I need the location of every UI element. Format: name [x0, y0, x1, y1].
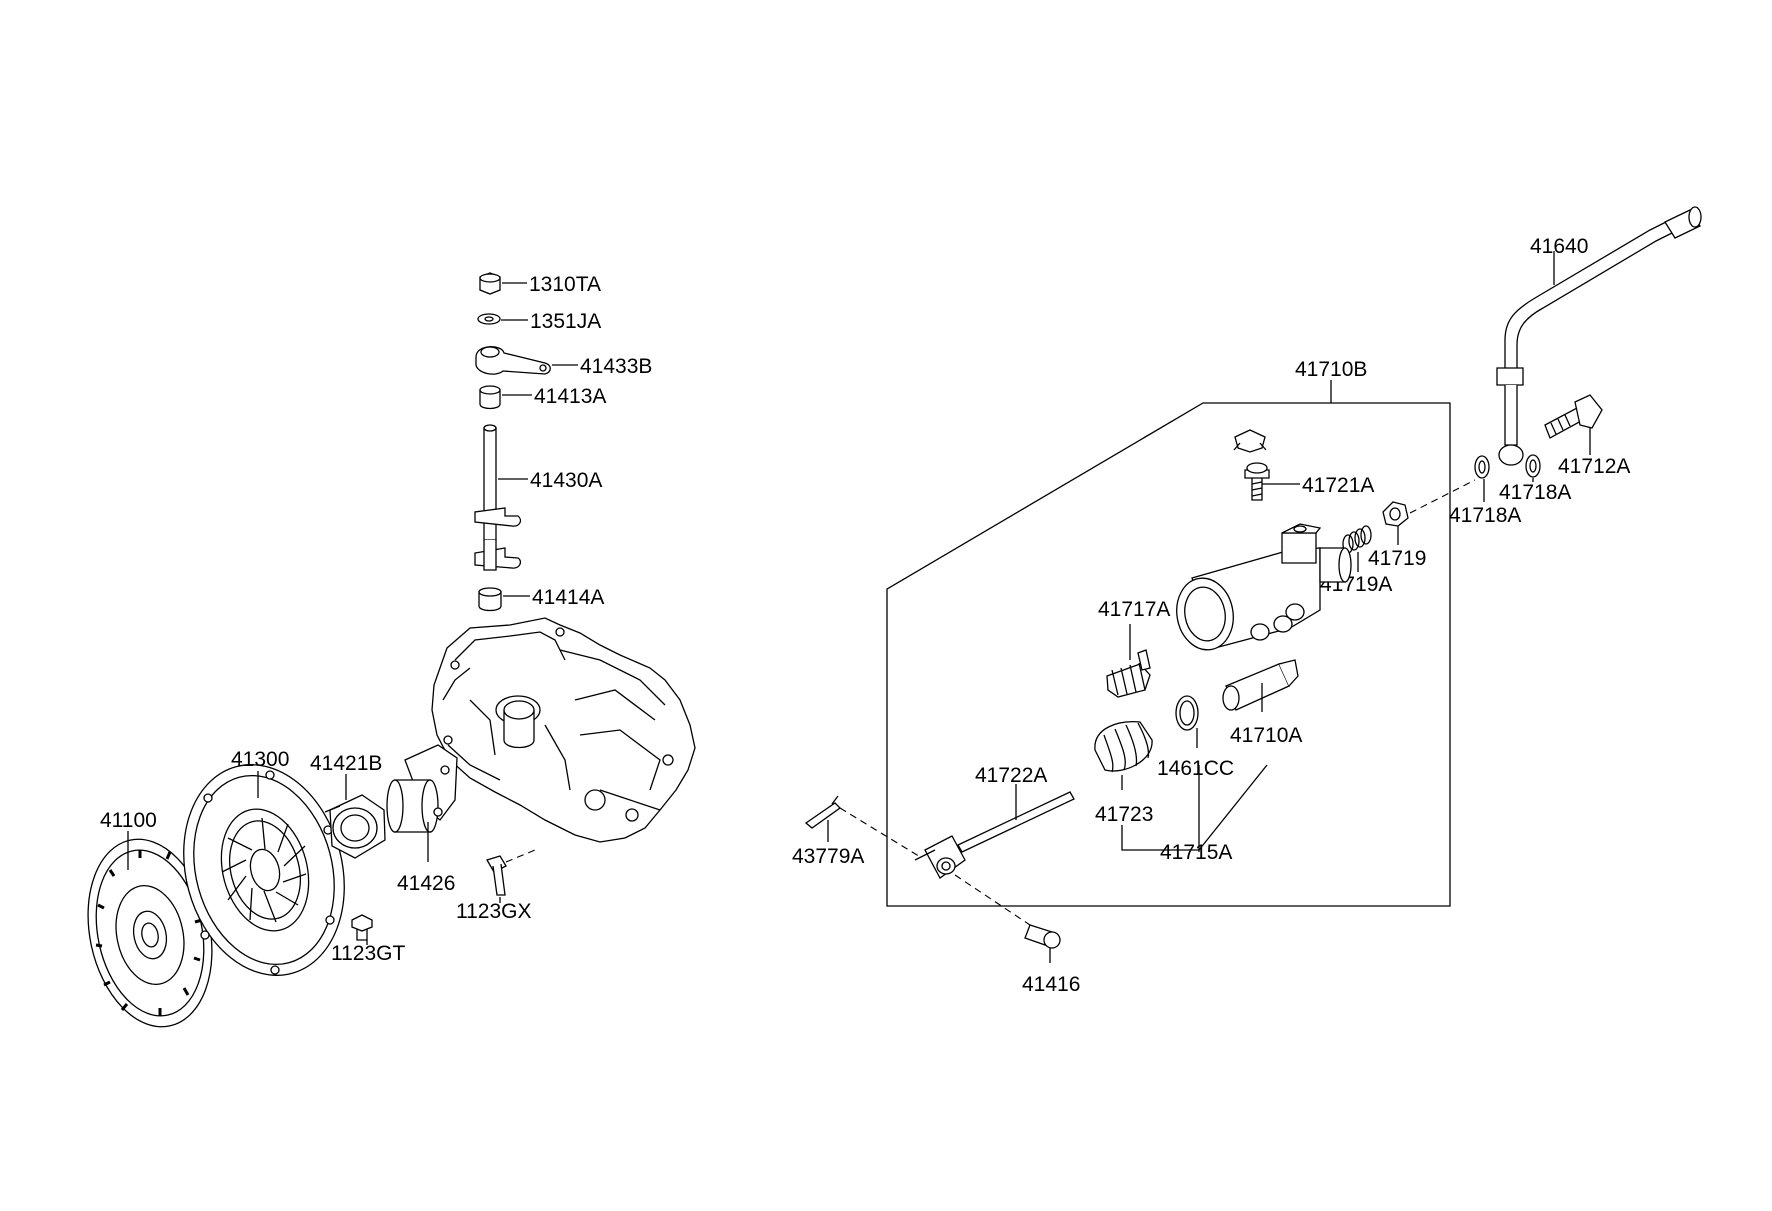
part-41300-pressure-plate[interactable]: [161, 746, 367, 993]
group-41710B-frame: [886, 380, 1451, 907]
part-1310TA-nut[interactable]: [479, 272, 527, 295]
part-1351JA-washer[interactable]: [477, 313, 528, 325]
label-1123GX: 1123GX: [456, 900, 532, 923]
part-41433B-lever[interactable]: [475, 346, 578, 375]
label-41413A: 41413A: [534, 385, 606, 408]
label-41430A: 41430A: [530, 469, 602, 492]
assembly-guide-line: [1409, 479, 1476, 514]
label-1123GT: 1123GT: [331, 942, 405, 965]
label-41414A: 41414A: [532, 586, 604, 609]
label-1351JA: 1351JA: [530, 310, 601, 333]
label-41433B: 41433B: [580, 355, 652, 378]
label-43779A: 43779A: [792, 845, 864, 868]
part-1123GX-bolt[interactable]: [486, 849, 536, 903]
part-41719A-spring[interactable]: [1342, 525, 1372, 572]
transaxle-housing: [431, 617, 696, 843]
part-41710A-piston[interactable]: [1222, 659, 1299, 712]
part-41640-clutch-tube[interactable]: [1496, 206, 1702, 466]
label-41421B: 41421B: [310, 752, 382, 775]
part-41723-dust-boot[interactable]: [1094, 721, 1153, 790]
part-41719-nut[interactable]: [1382, 501, 1409, 545]
part-43779A-clip[interactable]: [804, 795, 923, 859]
label-1310TA: 1310TA: [529, 273, 601, 296]
part-41421B-release-bearing[interactable]: [324, 774, 386, 859]
label-41640: 41640: [1530, 235, 1588, 258]
part-41426-release-sleeve[interactable]: [386, 744, 458, 862]
label-41719: 41719: [1368, 547, 1426, 570]
label-41416: 41416: [1022, 973, 1080, 996]
label-41710A: 41710A: [1230, 724, 1302, 747]
label-41717A: 41717A: [1098, 598, 1170, 621]
part-41718A-washer-upper[interactable]: [1525, 454, 1541, 482]
part-41414A-bushing[interactable]: [478, 587, 530, 612]
part-41416-pin[interactable]: [954, 874, 1061, 963]
part-slave-cylinder-body[interactable]: [1171, 523, 1352, 654]
label-41100: 41100: [100, 809, 157, 832]
label-41715A: 41715A: [1160, 841, 1232, 864]
label-1461CC: 1461CC: [1157, 757, 1234, 780]
label-41710B: 41710B: [1295, 358, 1367, 381]
part-41721A-bleeder-cap[interactable]: [1233, 429, 1300, 501]
label-41723: 41723: [1095, 803, 1153, 826]
part-41722A-push-rod[interactable]: [914, 784, 1075, 879]
label-41300: 41300: [231, 748, 289, 771]
label-41718A-upper: 41718A: [1499, 481, 1571, 504]
part-41718A-washer-lower[interactable]: [1474, 455, 1490, 502]
bracket-41715A: [1121, 764, 1268, 852]
label-41712A: 41712A: [1558, 455, 1630, 478]
part-41100-clutch-disc[interactable]: [72, 828, 229, 1039]
part-41413A-bushing[interactable]: [479, 385, 532, 410]
part-1461CC-snap-ring[interactable]: [1175, 695, 1199, 748]
label-41426: 41426: [397, 872, 455, 895]
label-41722A: 41722A: [975, 764, 1047, 787]
part-41430A-shift-shaft[interactable]: [474, 424, 528, 571]
part-1123GT-bolt[interactable]: [351, 914, 373, 945]
part-41717A-boot[interactable]: [1106, 624, 1151, 698]
label-41718A-lower: 41718A: [1449, 504, 1521, 527]
label-41721A: 41721A: [1302, 474, 1374, 497]
part-41712A-bleeder-bolt[interactable]: [1544, 394, 1603, 455]
